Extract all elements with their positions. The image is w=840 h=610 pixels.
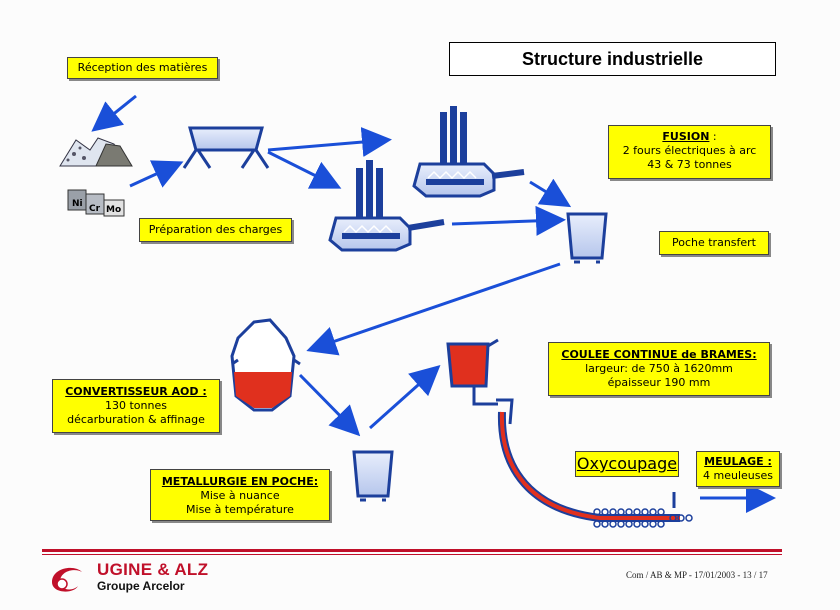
ladle-furnace-icon: [352, 450, 394, 502]
alloy-cr-label: Cr: [89, 204, 101, 214]
continuous-caster-icon: [446, 338, 693, 528]
aod-converter-icon: [230, 318, 301, 412]
label-coulee-continue: COULEE CONTINUE de BRAMES: largeur: de 7…: [548, 342, 770, 396]
label-meulage-heading: MEULAGE :: [704, 455, 772, 468]
slide-title: Structure industrielle: [449, 42, 776, 76]
label-aod-heading: CONVERTISSEUR AOD :: [65, 385, 207, 398]
label-reception: Réception des matières: [67, 57, 218, 79]
arrow-aod-to-metallurgie: [298, 373, 361, 437]
raw-materials-icon: [59, 137, 133, 167]
arrow-furnace-1-to-poche: [451, 205, 566, 236]
flow-arrows: [91, 94, 776, 513]
alloy-mo-label: Mo: [106, 205, 121, 215]
label-coulee-line2: épaisseur 190 mm: [607, 376, 711, 389]
label-fusion-line1: 2 fours électriques à arc: [622, 144, 757, 157]
footer-subtitle: Groupe Arcelor: [97, 579, 185, 593]
label-meulage-line1: 4 meuleuses: [703, 469, 773, 482]
arrow-preparation-to-furnace-1: [267, 150, 342, 189]
label-metallurgie-heading: METALLURGIE EN POCHE:: [161, 475, 319, 488]
label-metallurgie-line2: Mise à température: [186, 503, 294, 516]
arc-furnace-1-icon: [328, 160, 445, 252]
arc-furnace-2-icon: [412, 106, 525, 198]
label-fusion-line2: 43 & 73 tonnes: [647, 158, 732, 171]
arrow-furnace-2-to-poche: [529, 178, 572, 208]
label-aod: CONVERTISSEUR AOD : 130 tonnes décarbura…: [52, 379, 220, 433]
label-fusion: FUSION : 2 fours électriques à arc 43 & …: [608, 125, 771, 179]
arrow-materials-to-preparation: [129, 160, 184, 188]
ugine-alz-logo-icon: [52, 567, 82, 592]
label-metallurgie-line1: Mise à nuance: [200, 489, 280, 502]
alloy-drums-icon: Ni Cr Mo: [67, 189, 125, 217]
label-metallurgie: METALLURGIE EN POCHE: Mise à nuance Mise…: [150, 469, 330, 521]
label-poche-transfert: Poche transfert: [659, 231, 769, 255]
arrow-preparation-to-furnace-2: [267, 127, 392, 157]
label-preparation: Préparation des charges: [139, 218, 292, 242]
footer-rule-thin: [42, 554, 782, 555]
label-coulee-heading: COULEE CONTINUE de BRAMES:: [561, 348, 757, 361]
footer-brand: UGINE & ALZ: [97, 560, 209, 579]
label-fusion-colon: :: [709, 130, 717, 143]
label-fusion-heading: FUSION: [662, 130, 710, 143]
label-meulage: MEULAGE : 4 meuleuses: [696, 451, 780, 487]
arrow-reception-to-materials: [91, 94, 137, 132]
label-aod-line1: 130 tonnes: [105, 399, 167, 412]
charging-basket-icon: [182, 126, 270, 169]
arrow-poche-to-aod: [306, 262, 561, 356]
transfer-ladle-icon: [566, 212, 608, 264]
alloy-ni-label: Ni: [72, 199, 83, 209]
arrow-metallurgie-to-coulee: [369, 365, 441, 430]
label-aod-line2: décarburation & affinage: [67, 413, 205, 426]
footer-reference: Com / AB & MP - 17/01/2003 - 13 / 17: [626, 570, 768, 580]
label-oxycoupage: Oxycoupage: [575, 451, 679, 477]
footer-rule-thick: [42, 549, 782, 552]
label-coulee-line1: largeur: de 750 à 1620mm: [585, 362, 733, 375]
